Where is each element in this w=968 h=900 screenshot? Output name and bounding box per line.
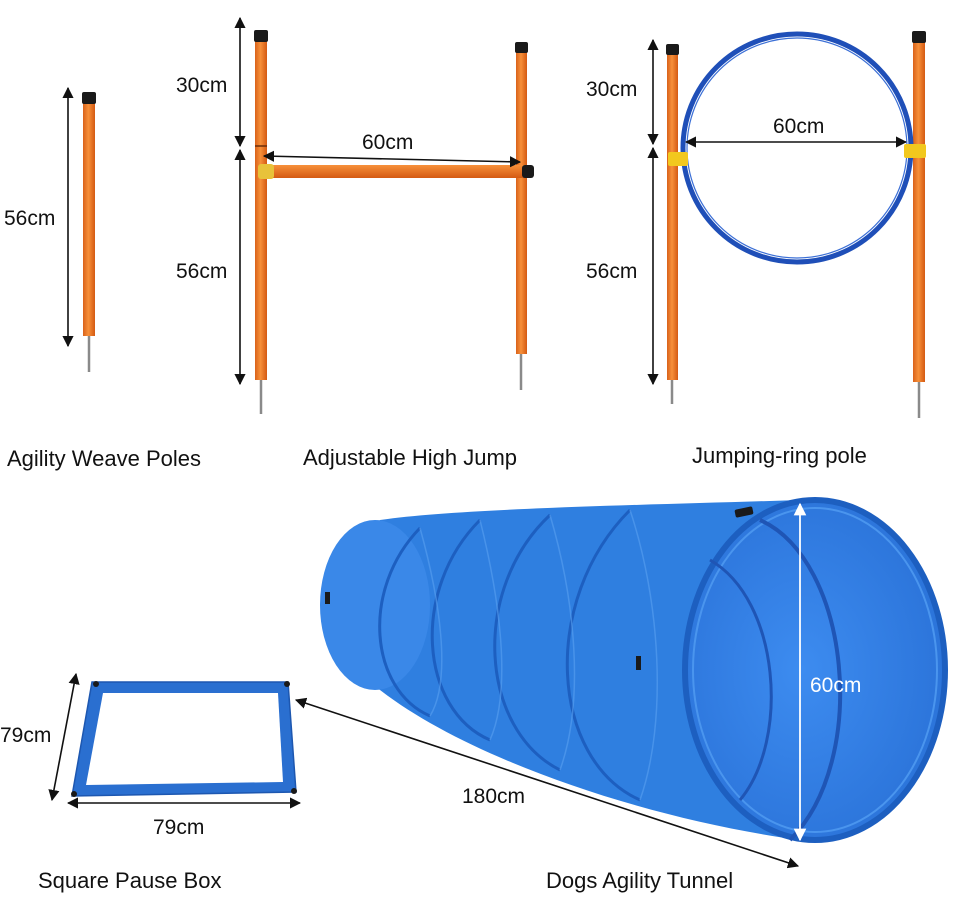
weave-poles-caption: Agility Weave Poles (7, 446, 202, 471)
weave-pole (82, 92, 96, 372)
high-jump-width-label: 60cm (362, 131, 413, 154)
high-jump (254, 30, 534, 414)
ring-pole-width-label: 60cm (773, 115, 824, 138)
high-jump-height-label: 56cm (176, 260, 227, 283)
pause-box-side-label: 79cm (0, 724, 51, 747)
tunnel-length-arrow (294, 697, 800, 869)
high-jump-caption: Adjustable High Jump (303, 445, 518, 470)
ring-pole-top-label: 30cm (586, 78, 637, 101)
ring-pole (666, 31, 926, 418)
weave-pole-height-label: 56cm (4, 207, 55, 230)
pause-box-side-arrow (48, 672, 80, 802)
tunnel-diameter-label: 60cm (810, 674, 861, 697)
high-jump-top-label: 30cm (176, 74, 227, 97)
pause-box-width-label: 79cm (153, 816, 204, 839)
pause-box-caption: Square Pause Box (38, 868, 222, 893)
ring-pole-height-label: 56cm (586, 260, 637, 283)
agility-tunnel (320, 497, 948, 843)
tunnel-length-label: 180cm (462, 785, 525, 808)
pause-box (71, 681, 297, 797)
tunnel-caption: Dogs Agility Tunnel (546, 868, 734, 893)
ring-pole-caption: Jumping-ring pole (692, 443, 867, 468)
high-jump-width-arrow (262, 150, 522, 168)
